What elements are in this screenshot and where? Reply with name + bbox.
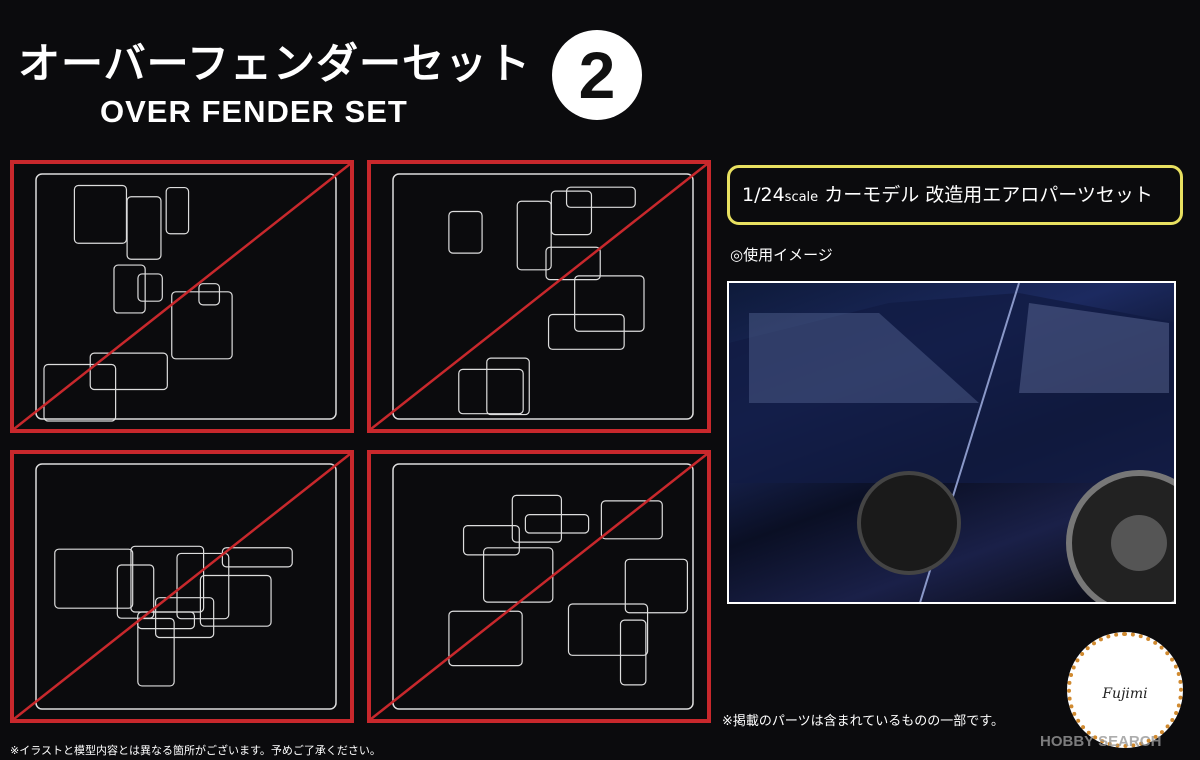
scale-value: 1/24 <box>742 184 785 206</box>
parts-note: ※掲載のパーツは含まれているものの一部です。 <box>722 714 1004 729</box>
scale-description: カーモデル 改造用エアロパーツセット <box>824 184 1153 206</box>
sprue-drawing <box>14 454 350 719</box>
scale-box: 1/24scale カーモデル 改造用エアロパーツセット <box>727 165 1183 225</box>
sprue-drawing <box>371 164 707 429</box>
parts-panel-top-right <box>367 160 711 433</box>
set-number-badge: 2 <box>552 30 642 120</box>
scale-unit: scale <box>784 190 819 205</box>
title-english: OVER FENDER SET <box>100 94 408 129</box>
sprue-drawing <box>371 454 707 719</box>
fujimi-logo: Fujimi <box>1067 632 1183 748</box>
watermark: HOBBY SEARCH <box>1040 733 1162 750</box>
sprue-drawing <box>14 164 350 429</box>
parts-panel-top-left <box>10 160 354 433</box>
car-illustration <box>729 283 1174 602</box>
illustration-note: ※イラストと模型内容とは異なる箇所がございます。予めご了承ください。 <box>10 744 381 757</box>
parts-panel-bottom-right <box>367 450 711 723</box>
parts-panel-bottom-left <box>10 450 354 723</box>
car-usage-image <box>727 281 1176 604</box>
title-japanese: オーバーフェンダーセット <box>18 39 532 88</box>
usage-image-label: ◎使用イメージ <box>730 246 833 264</box>
